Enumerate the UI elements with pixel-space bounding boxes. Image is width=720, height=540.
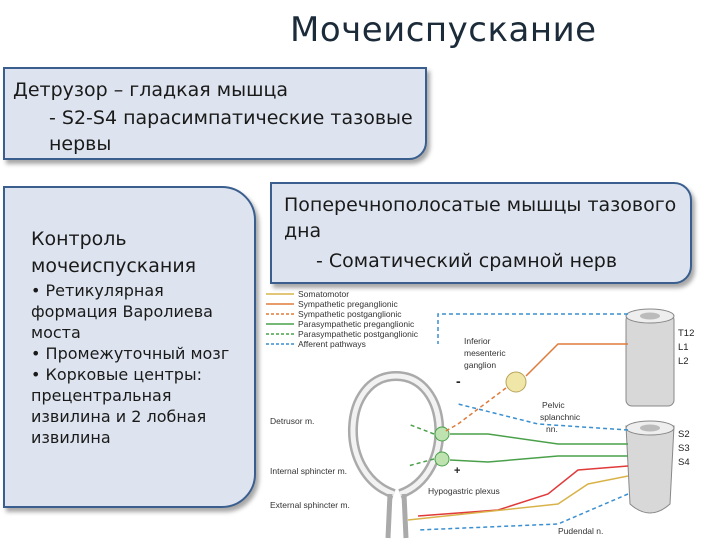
label-external-sphincter: External sphincter m. (270, 500, 350, 510)
pelvic-line-2: - Соматический срамной нерв (316, 250, 618, 272)
label-pelvic-splanchnic: nn. (546, 424, 558, 434)
segment-t12: T12 (678, 328, 694, 339)
control-heading: Контроль мочеиспускания (31, 228, 197, 277)
nerve-pathways (407, 313, 629, 531)
detrusor-line-3: нервы (49, 133, 112, 155)
segment-s2: S2 (678, 429, 690, 440)
list-item: Корковые центры: прецентральная извилина… (31, 364, 253, 448)
list-item: Ретикулярная формация Варолиева моста (31, 280, 253, 343)
legend-label: Somatomotor (298, 289, 349, 299)
detrusor-info-box: Детрузор – гладкая мышца - S2-S4 парасим… (3, 67, 427, 160)
label-inferior-mesenteric: Inferior (464, 336, 491, 346)
control-list: Ретикулярная формация Варолиева моста Пр… (31, 280, 253, 448)
segment-s4: S4 (678, 457, 690, 468)
label-internal-sphincter: Internal sphincter m. (270, 466, 347, 476)
detrusor-line-2: - S2-S4 парасимпатические тазовые (49, 107, 413, 129)
sign-plus: + (454, 465, 460, 477)
legend-label: Afferent pathways (298, 339, 366, 349)
list-item: Промежуточный мозг (31, 343, 253, 364)
bladder-innervation-diagram: Somatomotor Sympathetic preganglionic Sy… (266, 289, 694, 539)
inferior-mesenteric-ganglion (505, 371, 527, 393)
legend-label: Sympathetic preganglionic (298, 299, 398, 309)
segment-l1: L1 (678, 342, 689, 353)
label-pudendal: Pudendal n. (558, 526, 603, 536)
pelvic-ganglion-2 (434, 451, 450, 467)
pelvic-muscles-box: Поперечнополосатые мышцы тазового дна - … (270, 182, 692, 284)
label-inferior-mesenteric: mesenteric (464, 348, 506, 358)
label-inferior-mesenteric: ganglion (464, 360, 496, 370)
bladder-illustration (347, 370, 445, 539)
segment-l2: L2 (678, 356, 689, 367)
legend-label: Parasympathetic preganglionic (298, 319, 415, 329)
control-info-box: Контроль мочеиспускания Ретикулярная фор… (3, 186, 256, 508)
diagram-legend: Somatomotor Sympathetic preganglionic Sy… (266, 289, 419, 349)
legend-label: Sympathetic postganglionic (298, 309, 402, 319)
label-pelvic-splanchnic: splanchnic (540, 412, 581, 422)
spinal-cord-sacral (625, 420, 675, 514)
spinal-cord-thoracolumbar (625, 308, 675, 407)
legend-label: Parasympathetic postganglionic (298, 329, 419, 339)
label-hypogastric: Hypogastric plexus (428, 486, 500, 496)
page-title: Мочеиспускание (290, 10, 597, 50)
label-detrusor: Detrusor m. (270, 416, 314, 426)
pelvic-line-1: Поперечнополосатые мышцы тазового дна (284, 194, 677, 242)
segment-s3: S3 (678, 443, 690, 454)
label-pelvic-splanchnic: Pelvic (542, 400, 565, 410)
detrusor-line-1: Детрузор – гладкая мышца (13, 79, 289, 101)
pelvic-ganglion-1 (434, 426, 450, 442)
sign-minus: - (456, 373, 461, 389)
